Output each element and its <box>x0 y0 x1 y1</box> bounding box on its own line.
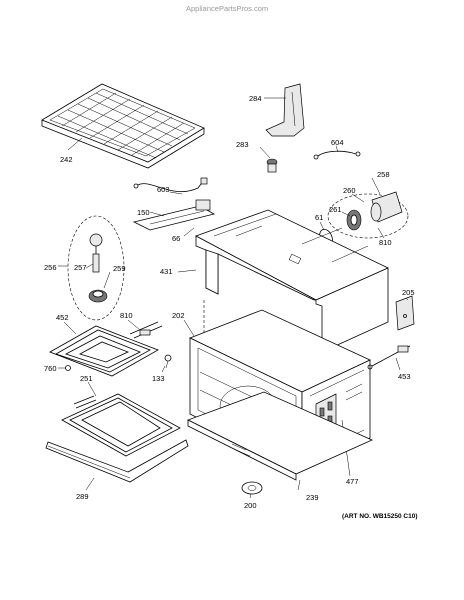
callout-259: 259 <box>113 264 126 273</box>
callout-289: 289 <box>76 492 89 501</box>
callout-452: 452 <box>56 313 69 322</box>
callout-258: 258 <box>377 170 390 179</box>
callout-239: 239 <box>306 493 319 502</box>
art-number: (ART NO. WB15250 C10) <box>342 513 418 520</box>
part-200-grommet <box>241 481 263 495</box>
part-259-socket <box>88 289 108 303</box>
callout-260: 260 <box>343 186 356 195</box>
callout-202: 202 <box>172 311 185 320</box>
part-604-wire-harness <box>313 150 361 160</box>
callout-810a: 810 <box>379 238 392 247</box>
callout-257: 257 <box>74 263 87 272</box>
part-284-handle-bracket <box>265 83 305 137</box>
part-251-bake-element <box>61 393 181 457</box>
callout-150: 150 <box>137 208 150 217</box>
part-289-oven-floor <box>45 439 189 483</box>
part-431-oven-top <box>195 209 389 353</box>
callout-283: 283 <box>236 140 249 149</box>
part-242-oven-rack <box>41 83 205 169</box>
group-258-convection-fan <box>327 191 409 239</box>
callout-477: 477 <box>346 477 359 486</box>
group-256-light-assembly <box>67 215 125 321</box>
callout-760: 760 <box>44 364 57 373</box>
watermark-text: AppliancePartsPros.com <box>186 4 268 13</box>
part-257-bulb <box>89 233 103 273</box>
callout-431: 431 <box>160 267 173 276</box>
callout-603: 603 <box>157 185 170 194</box>
part-205-side-bracket <box>395 295 415 331</box>
callout-61: 61 <box>315 213 323 222</box>
part-760-screw <box>65 365 71 371</box>
callout-261: 261 <box>329 205 342 214</box>
callout-251: 251 <box>80 374 93 383</box>
part-452-broil-element <box>49 321 163 377</box>
callout-453: 453 <box>398 372 411 381</box>
callout-200: 200 <box>244 501 257 510</box>
part-239-bottom-panel <box>186 391 373 481</box>
callout-133: 133 <box>152 374 165 383</box>
callout-284: 284 <box>249 94 262 103</box>
callout-66: 66 <box>172 234 180 243</box>
part-453-wire-harness <box>367 345 411 370</box>
callout-242: 242 <box>60 155 73 164</box>
part-261-fan-blade <box>346 209 362 231</box>
callout-604: 604 <box>331 138 344 147</box>
callout-205: 205 <box>402 288 415 297</box>
part-810-terminal <box>139 329 151 336</box>
part-283-switch <box>266 158 278 173</box>
callout-256: 256 <box>44 263 57 272</box>
part-133-screw <box>164 354 172 369</box>
part-260-motor <box>370 191 403 223</box>
callout-810b: 810 <box>120 311 133 320</box>
part-150-bracket <box>132 199 216 231</box>
part-603-wire <box>133 177 208 193</box>
